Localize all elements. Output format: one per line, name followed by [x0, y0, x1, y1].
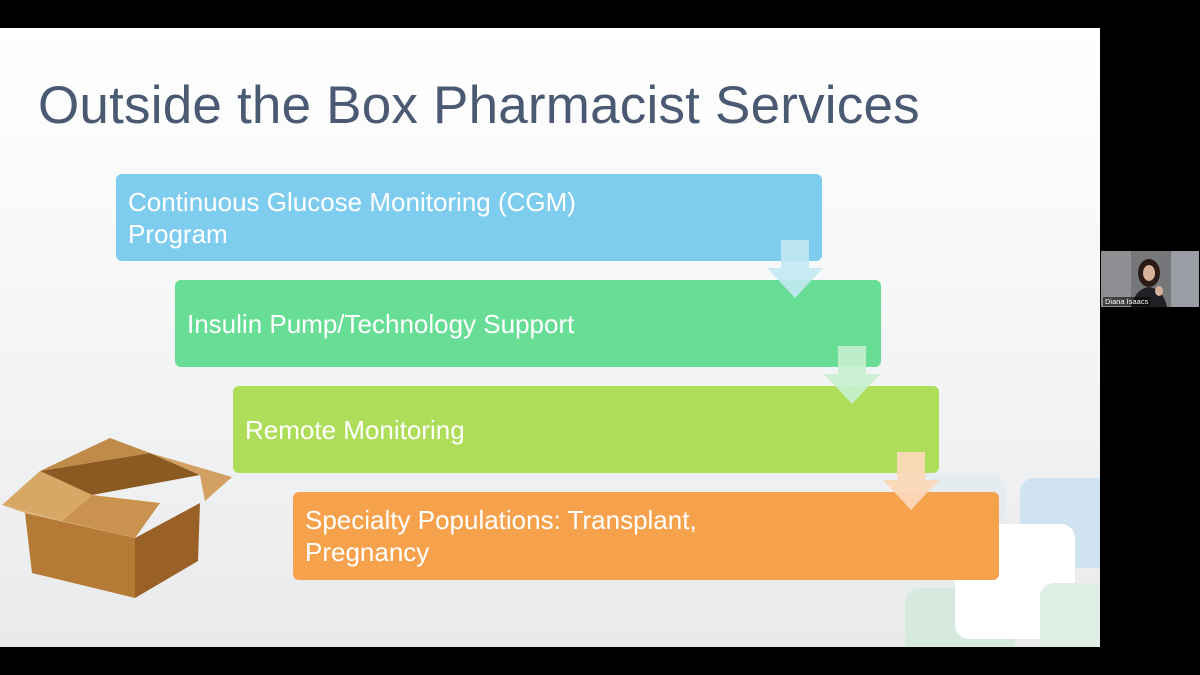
step-label: Remote Monitoring	[245, 414, 465, 445]
step-cgm-program: Continuous Glucose Monitoring (CGM) Prog…	[116, 174, 822, 261]
down-arrow-icon	[883, 452, 939, 510]
step-label: Specialty Populations: Transplant,	[305, 505, 697, 535]
step-label: Insulin Pump/Technology Support	[187, 308, 575, 339]
step-remote-monitoring: Remote Monitoring	[233, 386, 939, 473]
down-arrow-icon	[767, 240, 823, 298]
step-label: Continuous Glucose Monitoring (CGM)	[128, 186, 576, 217]
presentation-slide: Outside the Box Pharmacist Services Cont…	[0, 28, 1100, 647]
open-box-icon	[2, 438, 232, 598]
slide-title: Outside the Box Pharmacist Services	[38, 76, 920, 135]
step-insulin-pump-support: Insulin Pump/Technology Support	[175, 280, 881, 367]
step-label-line2: Program	[128, 218, 228, 249]
participant-name: Diana Isaacs	[1103, 297, 1151, 306]
step-specialty-populations: Specialty Populations: Transplant, Pregn…	[293, 492, 999, 580]
participant-video-tile[interactable]: Diana Isaacs	[1101, 251, 1199, 307]
step-label-line2: Pregnancy	[305, 537, 430, 567]
decorative-square-lightgreen	[1040, 583, 1100, 647]
down-arrow-icon	[824, 346, 880, 404]
